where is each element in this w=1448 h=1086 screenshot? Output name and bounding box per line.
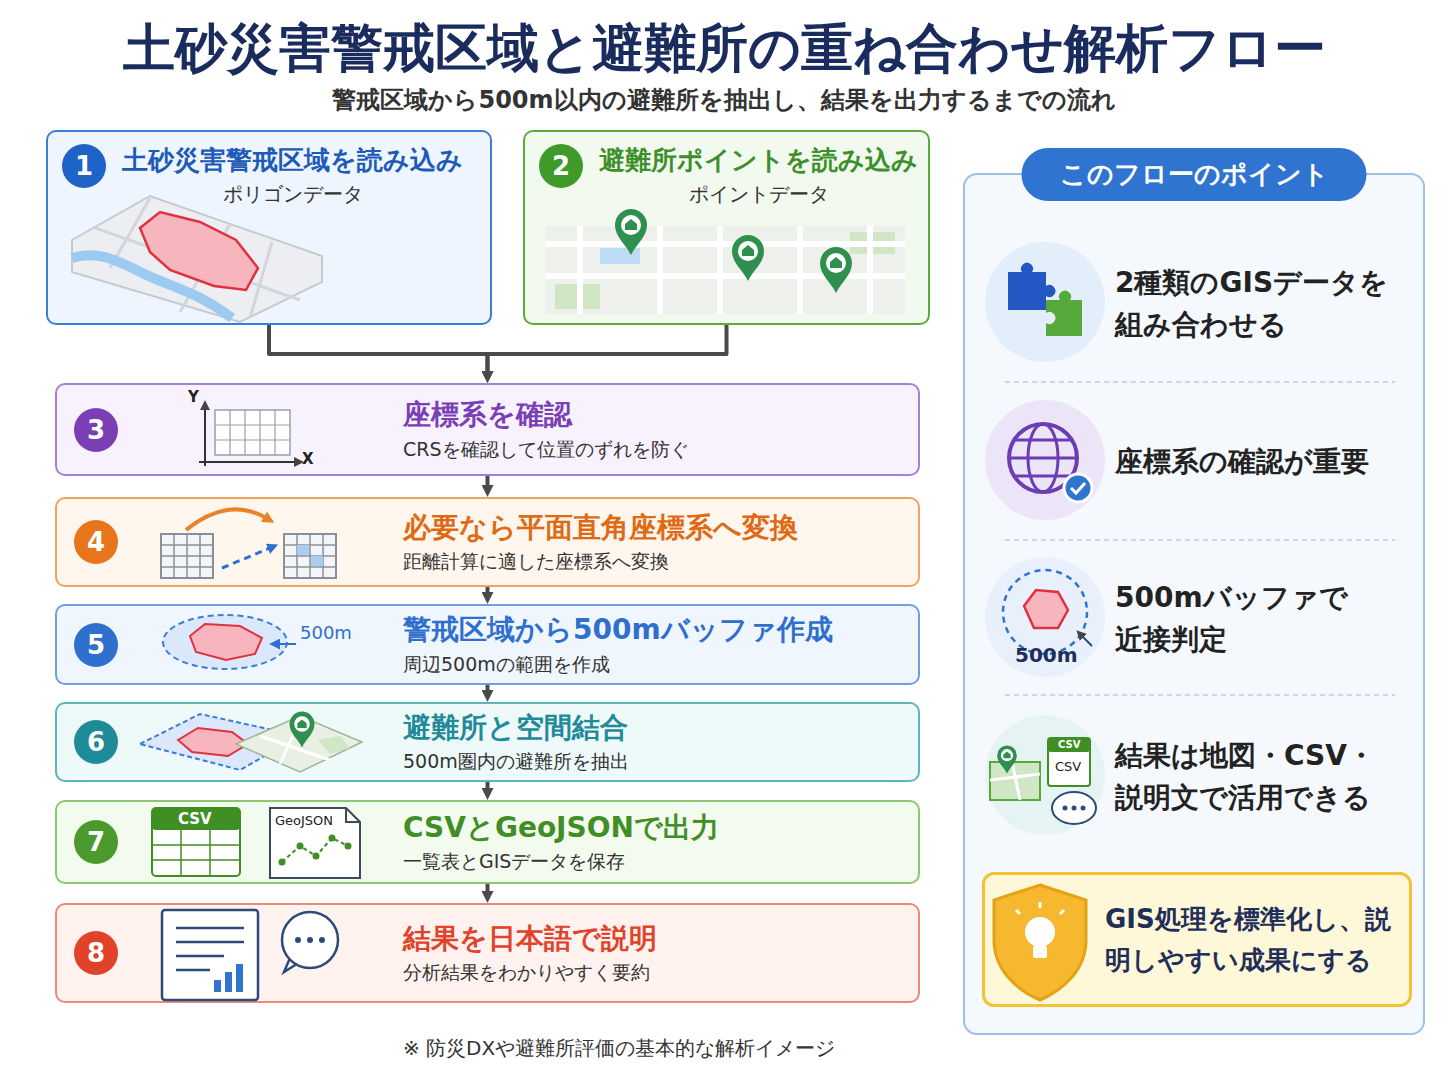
flow-arrow — [488, 325, 727, 371]
shelter-map — [545, 209, 905, 314]
step-text: 座標系を確認 — [403, 397, 689, 433]
report-icon — [162, 910, 338, 1000]
step-text: 距離計算に適した座標系へ変換 — [403, 549, 798, 574]
callout-number: 4 — [74, 520, 118, 564]
dimension-label: 500m — [1015, 645, 1078, 665]
callout-number: 6 — [74, 720, 118, 764]
dimension-label: 500m — [300, 624, 352, 642]
point-text: 座標系の確認が重要 — [1115, 441, 1395, 483]
step-text: 分析結果をわかりやすく要約 — [403, 960, 657, 985]
process-box: 4 必要なら平面直角座標系へ変換距離計算に適した座標系へ変換 — [55, 497, 920, 587]
page-title: 土砂災害警戒区域と避難所の重ね合わせ解析フロー — [0, 14, 1448, 84]
summary-panel: このフローのポイント2種類のGISデータを組み合わせる座標系の確認が重要500m… — [963, 173, 1425, 1035]
panel-heading: このフローのポイント — [1022, 148, 1367, 201]
step-text: 一覧表とGISデータを保存 — [403, 849, 719, 874]
highlight-box: GIS処理を標準化し、説明しやすい成果にする — [982, 872, 1412, 1007]
callout-number: 7 — [74, 820, 118, 864]
separators — [1005, 382, 1395, 695]
point-text: 2種類のGISデータを組み合わせる — [1115, 262, 1390, 346]
text-group: 避難所と空間結合 500m圏内の避難所を抽出 — [403, 704, 629, 780]
point-item: 座標系の確認が重要 — [1115, 407, 1405, 517]
step-text: CSVとGeoJSONで出力 — [403, 810, 719, 846]
text-group: 座標系を確認 CRSを確認して位置のずれを防ぐ — [403, 385, 689, 474]
page-caption: 警戒区域から500m以内の避難所を抽出し、結果を出力するまでの流れ — [0, 84, 1448, 116]
step-text: 避難所ポイントを読み込み — [599, 144, 918, 178]
text-group: 避難所ポイントを読み込みポイントデータ — [599, 144, 918, 207]
file-label: CSV — [178, 812, 212, 827]
process-box: 6 避難所と空間結合 500m圏内の避難所を抽出 — [55, 702, 920, 782]
point-item: 2種類のGISデータを組み合わせる — [1115, 249, 1405, 359]
input-box: 1 土砂災害警戒区域を読み込みポリゴンデータ — [46, 130, 492, 325]
axis-label: Y — [188, 390, 199, 405]
file-icons — [152, 808, 360, 878]
file-label: CSV — [1058, 740, 1080, 750]
step-text: ポイントデータ — [689, 181, 829, 207]
axis-icon — [199, 408, 296, 466]
file-label: CSV — [1055, 760, 1081, 773]
callout-number: 2 — [539, 144, 583, 188]
callout-number: 8 — [74, 931, 118, 975]
step-text: 必要なら平面直角座標系へ変換 — [403, 510, 798, 546]
file-label: GeoJSON — [275, 814, 333, 827]
text-group: 警戒区域から500mバッファ作成周辺500mの範囲を作成 — [403, 606, 833, 683]
hazard-map — [72, 196, 322, 322]
input-box: 2 避難所ポイントを読み込みポイントデータ — [523, 130, 930, 325]
step-text: 500m圏内の避難所を抽出 — [403, 749, 629, 774]
axis-label: X — [302, 452, 314, 467]
flow-arrow — [486, 476, 490, 485]
point-item: 結果は地図・CSV・説明文で活用できる — [1115, 722, 1405, 832]
process-box: 3 座標系を確認 CRSを確認して位置のずれを防ぐ — [55, 383, 920, 476]
flow-arrow — [269, 325, 488, 371]
step-text: ポリゴンデータ — [223, 181, 363, 207]
point-text: 結果は地図・CSV・説明文で活用できる — [1115, 735, 1390, 819]
flow-arrow — [486, 884, 490, 891]
shield-icon — [994, 885, 1086, 1000]
callout-number: 1 — [62, 144, 106, 188]
flow-arrow — [486, 782, 490, 788]
footnote: ※ 防災DXや避難所評価の基本的な解析イメージ — [403, 1038, 835, 1058]
step-text: 警戒区域から500mバッファ作成 — [403, 612, 833, 648]
process-box: 8 結果を日本語で説明分析結果をわかりやすく要約 — [55, 903, 920, 1003]
step-text: CRSを確認して位置のずれを防ぐ — [403, 437, 689, 462]
flow-arrow — [486, 685, 490, 690]
text-group: 必要なら平面直角座標系へ変換距離計算に適した座標系へ変換 — [403, 499, 798, 585]
join-icon — [140, 712, 362, 772]
step-text: 周辺500mの範囲を作成 — [403, 652, 833, 677]
highlight-text: GIS処理を標準化し、説明しやすい成果にする — [1105, 899, 1401, 980]
text-group: CSVとGeoJSONで出力一覧表とGISデータを保存 — [403, 802, 719, 882]
point-text: 500mバッファで近接判定 — [1115, 577, 1355, 661]
text-group: 結果を日本語で説明分析結果をわかりやすく要約 — [403, 905, 657, 1001]
process-box: 5 警戒区域から500mバッファ作成周辺500mの範囲を作成 — [55, 604, 920, 685]
buffer-icon — [163, 615, 296, 669]
callout-number: 5 — [74, 623, 118, 667]
text-group: 土砂災害警戒区域を読み込みポリゴンデータ — [122, 144, 463, 207]
flow-arrow — [486, 587, 490, 592]
step-text: 結果を日本語で説明 — [403, 921, 657, 957]
point-item: 500mバッファで近接判定 — [1115, 564, 1405, 674]
step-text: 土砂災害警戒区域を読み込み — [122, 144, 463, 178]
point-icons — [985, 242, 1105, 835]
step-text: 避難所と空間結合 — [403, 710, 629, 746]
transform-icon — [161, 509, 336, 578]
callout-number: 3 — [74, 408, 118, 452]
